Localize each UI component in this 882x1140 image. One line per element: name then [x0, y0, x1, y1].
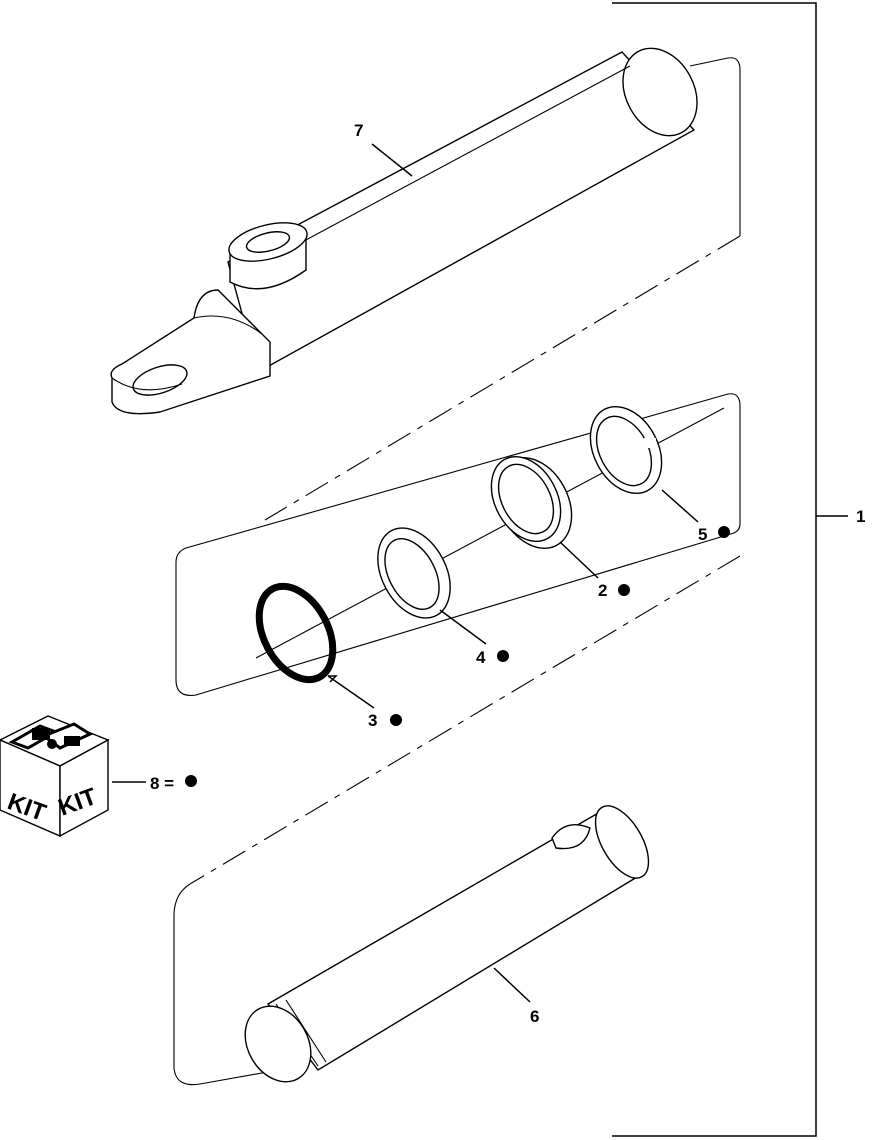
kit-dot-legend — [185, 775, 197, 787]
piston-ring[interactable] — [363, 516, 465, 631]
assembly-bracket — [612, 2, 848, 1137]
kit-dot-snap-ring — [718, 526, 730, 538]
leader-rod — [493, 967, 531, 1003]
label-snap-ring[interactable]: 5 — [698, 525, 707, 544]
label-wear-ring[interactable]: 2 — [598, 581, 607, 600]
barrel-group — [110, 35, 741, 521]
kit-dot-wear-ring — [618, 584, 630, 596]
o-ring[interactable] — [244, 574, 347, 692]
label-barrel[interactable]: 7 — [354, 121, 363, 140]
leader-wear-ring — [559, 541, 599, 579]
label-rod[interactable]: 6 — [530, 1007, 539, 1026]
kit-dot-piston-ring — [497, 650, 509, 662]
snap-ring[interactable] — [576, 394, 676, 505]
kit-dot-o-ring — [390, 714, 402, 726]
leader-snap-ring — [661, 489, 699, 523]
label-assembly[interactable]: 1 — [856, 507, 865, 526]
cylinder-barrel[interactable] — [110, 35, 712, 415]
wear-ring[interactable] — [478, 445, 587, 562]
seals-group — [175, 393, 741, 709]
leader-o-ring — [327, 675, 375, 709]
piston-rod[interactable] — [232, 797, 659, 1093]
rod-group — [173, 797, 659, 1093]
label-kit[interactable]: 8 = — [150, 774, 174, 793]
leader-piston-ring — [439, 609, 487, 645]
leader-barrel — [371, 143, 413, 177]
hydraulic-fitting-icon — [8, 722, 94, 750]
label-piston-ring[interactable]: 4 — [476, 648, 486, 667]
kit-box[interactable]: KIT KIT — [0, 715, 110, 838]
label-o-ring[interactable]: 3 — [368, 711, 377, 730]
